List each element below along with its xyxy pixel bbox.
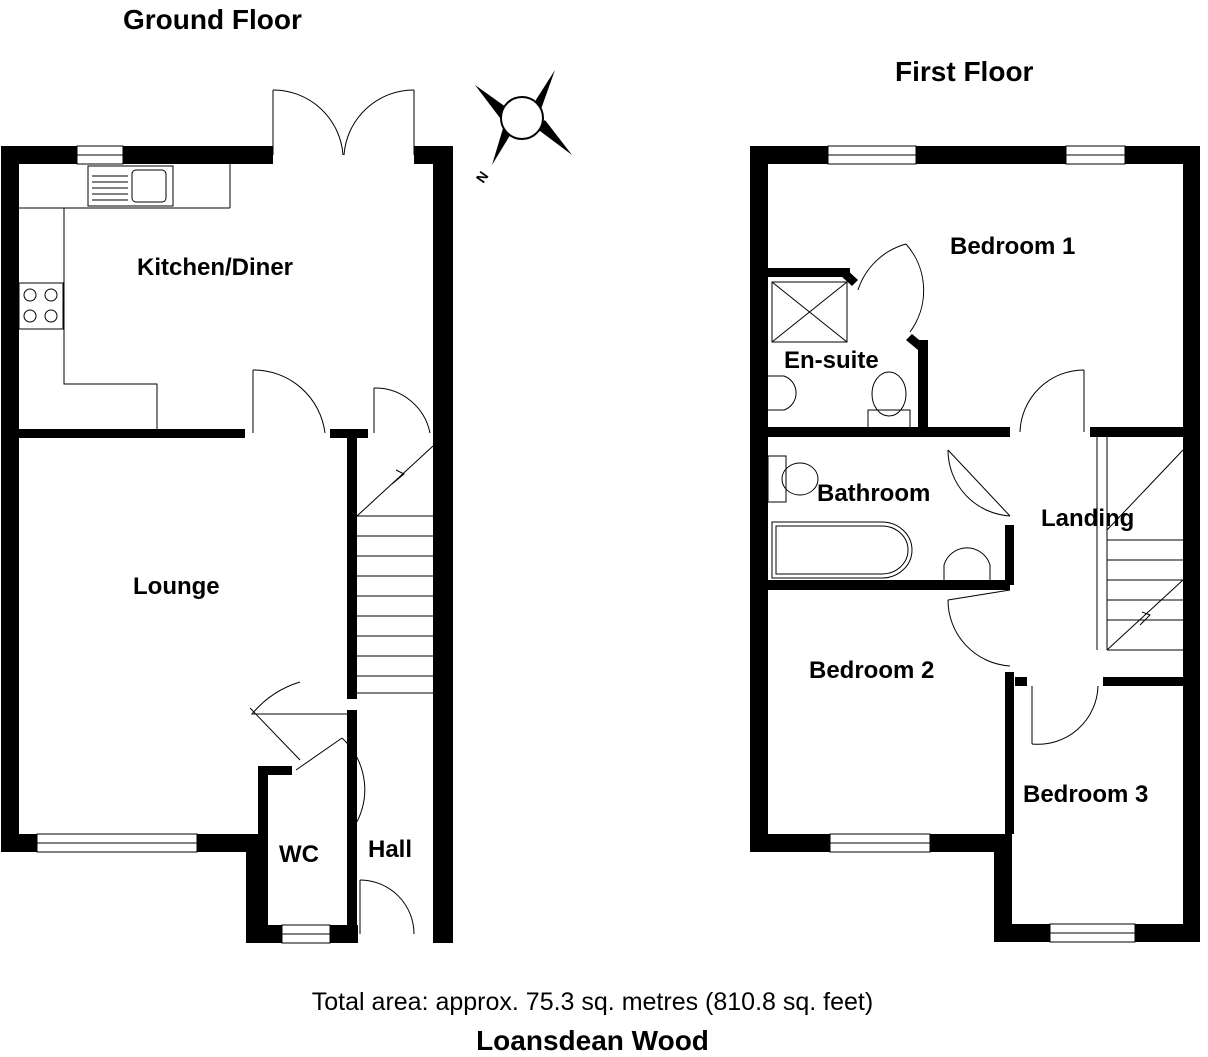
room-label-bathroom: Bathroom (817, 480, 931, 507)
room-label-ensuite: En-suite (784, 347, 879, 374)
room-label-bedroom3: Bedroom 3 (1023, 781, 1149, 808)
ground-floor-fixtures (18, 89, 434, 935)
room-label-bedroom2: Bedroom 2 (809, 657, 935, 684)
room-label-kitchen: Kitchen/Diner (137, 254, 294, 281)
room-label-hall: Hall (368, 836, 413, 863)
ground-floor-walls (1, 146, 453, 943)
room-label-landing: Landing (1041, 505, 1135, 532)
room-label-lounge: Lounge (133, 573, 220, 600)
first-floor-title: First Floor (895, 56, 1034, 87)
room-label-bedroom1: Bedroom 1 (950, 233, 1076, 260)
ground-floor-title: Ground Floor (123, 4, 302, 35)
total-area-text: Total area: approx. 75.3 sq. metres (810… (311, 988, 874, 1016)
room-label-wc: WC (279, 841, 319, 868)
first-floor-walls (750, 146, 1200, 942)
property-name: Loansdean Wood (476, 1025, 709, 1056)
compass-rose-icon (475, 70, 572, 165)
first-floor-windows (827, 145, 1136, 943)
first-floor-fixtures (767, 243, 1184, 745)
ground-floor-windows (36, 145, 331, 944)
